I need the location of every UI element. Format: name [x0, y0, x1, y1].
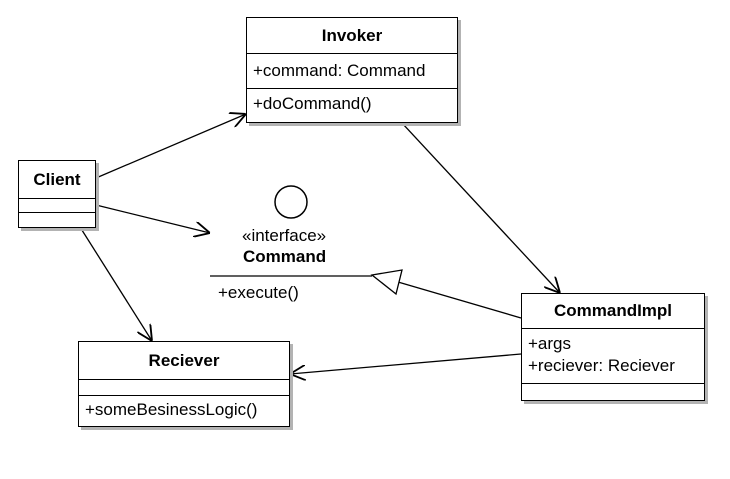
realization-line[interactable]	[397, 281, 522, 319]
class-name: Invoker	[321, 26, 383, 45]
attributes-section	[19, 198, 95, 212]
class-client[interactable]: Client	[18, 160, 96, 228]
attribute: +command: Command	[253, 61, 426, 80]
attribute: +args	[528, 334, 571, 353]
operations-section	[522, 383, 704, 399]
operations-section	[19, 212, 95, 226]
invoker-commandimpl-association[interactable]	[401, 122, 560, 293]
attribute: +reciever: Reciever	[528, 356, 675, 375]
operation: +someBesinessLogic()	[85, 400, 258, 419]
operations-section: +doCommand()	[247, 88, 457, 121]
commandimpl-reciever-association[interactable]	[290, 353, 522, 374]
client-command-dependency[interactable]	[95, 204, 210, 233]
class-name: Reciever	[148, 351, 220, 370]
interface-name[interactable]: Command	[243, 247, 327, 266]
class-name: Client	[33, 170, 81, 189]
class-commandimpl[interactable]: CommandImpl +args +reciever: Reciever	[521, 293, 705, 401]
interface-operation: +execute()	[218, 283, 299, 302]
class-invoker[interactable]: Invoker +command: Command +doCommand()	[246, 17, 458, 123]
client-reciever-association[interactable]	[79, 226, 152, 341]
client-invoker-association[interactable]	[95, 114, 246, 179]
realization-arrowhead	[370, 269, 403, 296]
operations-section: +someBesinessLogic()	[79, 395, 289, 426]
class-reciever[interactable]: Reciever +someBesinessLogic()	[78, 341, 290, 427]
operation: +doCommand()	[253, 94, 372, 113]
class-name: CommandImpl	[553, 301, 673, 320]
interface-lollipop-icon	[274, 185, 308, 219]
attributes-section	[79, 379, 289, 395]
attributes-section: +command: Command	[247, 53, 457, 88]
interface-stereotype: «interface»	[242, 226, 327, 245]
attributes-section: +args +reciever: Reciever	[522, 328, 704, 383]
